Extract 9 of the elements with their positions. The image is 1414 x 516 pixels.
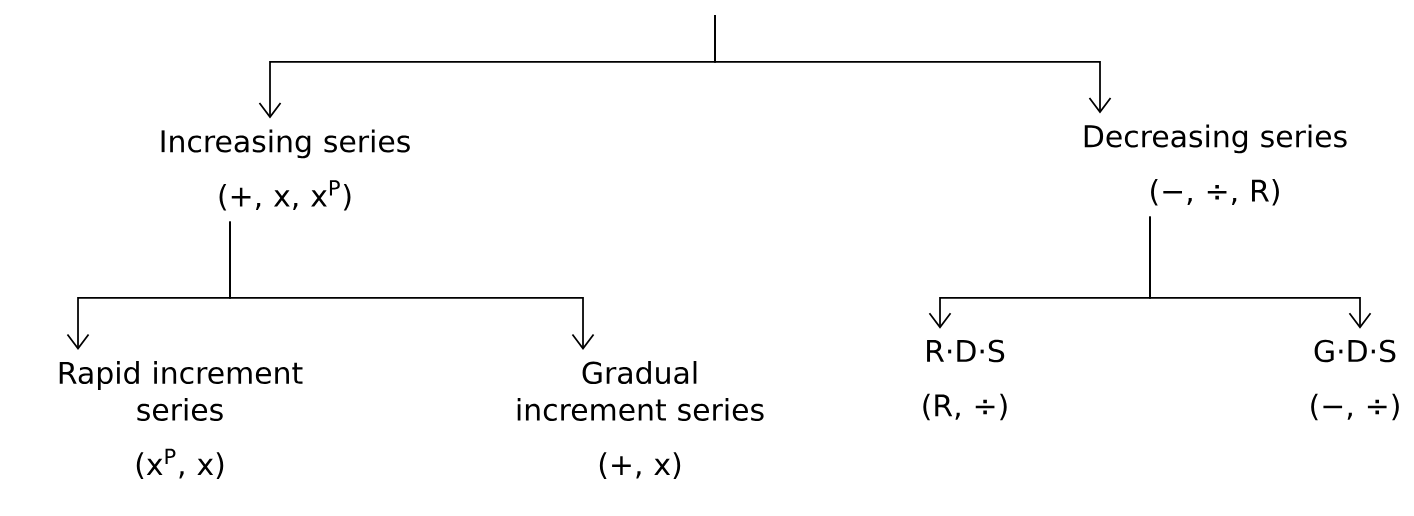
- category-label: R·D·S (R, ÷): [923, 339, 1007, 421]
- category-label: Decreasing series (−, ÷, R): [1084, 124, 1347, 206]
- category-label: Gradual increment series (+, x): [517, 361, 764, 479]
- category-label: G·D·S (−, ÷): [1311, 339, 1399, 421]
- category-label: Rapid increment series (x$^{P}$, x): [59, 361, 303, 479]
- arrow: [229, 220, 595, 351]
- arrow: [1149, 215, 1372, 329]
- category-label: Increasing series (+, x, x$^{P}$): [161, 129, 410, 211]
- arrow: [714, 14, 1112, 114]
